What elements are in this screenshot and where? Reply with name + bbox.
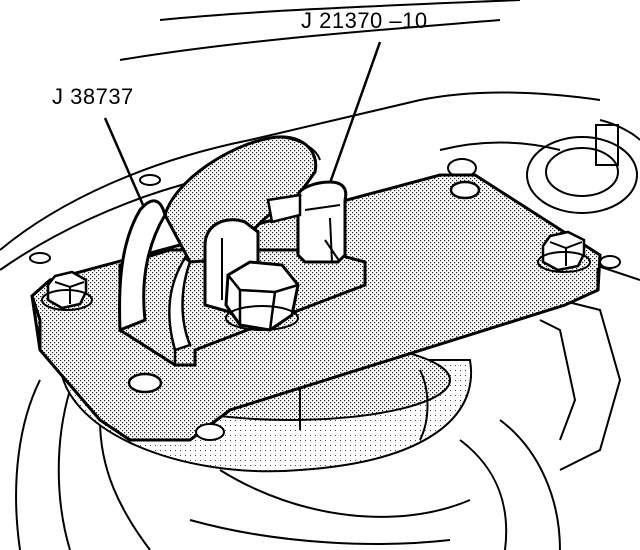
callout-j21370-10: J 21370 –10 (301, 8, 428, 33)
adapter-pin (266, 180, 348, 264)
leader-lines (103, 41, 382, 206)
holding-plate (30, 173, 602, 442)
center-hex-bolt (224, 260, 300, 332)
leader-line-j21370 (328, 41, 382, 184)
callout-j38737: J 38737 (52, 84, 134, 109)
left-flange-bolt (41, 270, 93, 311)
right-flange-bolt (537, 230, 591, 273)
leader-line-j38737 (103, 117, 145, 206)
